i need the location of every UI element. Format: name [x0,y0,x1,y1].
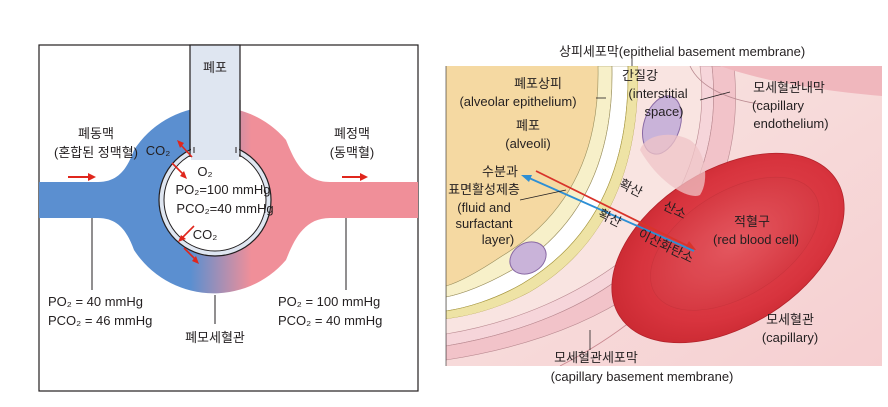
fluid-layer-en-1: (fluid and [457,200,510,215]
co2-arrow-bottom-in [178,225,195,242]
arterial-po2-label: PO₂ = 100 mmHg [278,294,380,309]
alveolar-air [446,66,599,286]
left-panel: 폐포 폐동맥 (혼합된 정맥혈) 폐정맥 (동맥혈) [38,44,419,392]
epithelial-nucleus [509,241,547,275]
epithelial-bm-label: 상피세포막(epithelial basement membrane) [559,44,805,59]
pulmonary-vein-label: 폐정맥 [334,126,370,141]
o2-label: O₂ [197,164,212,179]
venous-pco2-label: PCO₂ = 46 mmHg [48,313,152,328]
outflow-arrow [342,173,368,181]
capillary-endothelium-en-2: endothelium) [753,116,828,131]
interstitial-en-2: space) [644,104,683,119]
capillary-ko-label: 모세혈관 [766,312,814,327]
pulmonary-artery-label: 폐동맥 [78,126,114,141]
co2-arrow-bottom-out [183,247,199,264]
o2-arrow [171,162,187,179]
right-panel: 상피세포막(epithelial basement membrane) 폐포상피… [445,44,882,384]
pulmonary-vein-sub: (동맥혈) [330,145,375,160]
rbc-ko-label: 적혈구 [734,214,770,229]
interstitial-ko: 간질강 [622,68,658,83]
alveolus-label: 폐포 [203,60,227,75]
alveolar-epithelium-en: (alveolar epithelium) [459,94,576,109]
capillary-bm-ko-label: 모세혈관세포막 [554,350,638,365]
fluid-layer-en-3: layer) [482,232,515,247]
pulmonary-capillary-label: 폐모세혈관 [185,330,245,345]
fluid-layer-ko-1: 수분과 [482,164,518,179]
interstitial-en-1: (interstitial [628,86,687,101]
fluid-layer-en-2: surfactant [455,216,512,231]
capillary-en-label: (capillary) [762,330,818,345]
fluid-layer-ko-2: 표면활성제층 [448,182,520,197]
inflow-arrow [68,173,96,181]
capillary-endothelium-ko: 모세혈관내막 [753,80,825,95]
arterial-pco2-label: PCO₂ = 40 mmHg [278,313,382,328]
po2-inside-label: PO₂=100 mmHg [176,182,271,197]
capillary-endothelium-en-1: (capillary [752,98,805,113]
rbc-en-label: (red blood cell) [713,232,799,247]
alveoli-ko: 폐포 [516,118,540,133]
alveoli-en: (alveoli) [505,136,551,151]
interstitial-space [446,66,702,334]
co2-diffusion-arrow [521,175,695,252]
red-blood-cell [611,152,845,344]
co2-top-label: CO₂ [146,143,171,158]
alveolar-epithelium-ko: 폐포상피 [514,76,562,91]
pco2-inside-label: PCO₂=40 mmHg [176,201,273,216]
co2-arrow-top [177,140,193,158]
pulmonary-artery-sub: (혼합된 정맥혈) [54,145,138,160]
capillary-bm-en-label: (capillary basement membrane) [551,369,734,384]
venous-po2-label: PO₂ = 40 mmHg [48,294,143,309]
co2-bottom-label: CO₂ [193,227,218,242]
